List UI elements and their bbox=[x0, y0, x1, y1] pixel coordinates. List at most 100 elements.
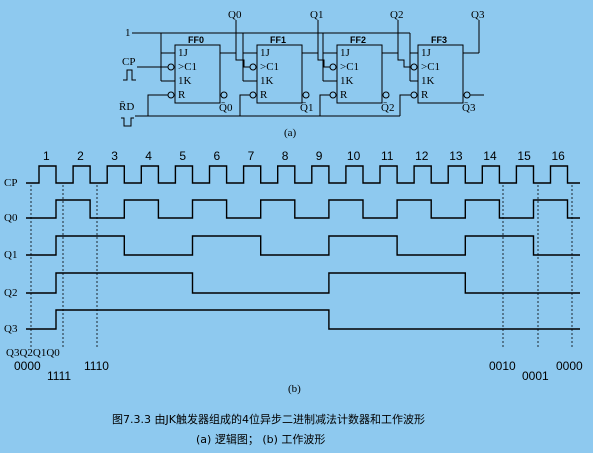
logic-diagram: 1 FF0 1J >C1 1K R Q0 Q̄0 FF1 1J >C1 bbox=[119, 9, 485, 139]
ff2-body bbox=[336, 44, 383, 104]
rd-wire-ff3 bbox=[399, 94, 411, 116]
ff1-pin-r: R bbox=[260, 89, 268, 101]
ff0-pin-r: R bbox=[178, 89, 186, 101]
ff3-qbar-label: Q̄3 bbox=[462, 102, 476, 114]
pulse-number: 14 bbox=[483, 149, 497, 163]
signal-label-cp: CP bbox=[4, 177, 17, 189]
q2-to-ff3-clock bbox=[397, 53, 411, 68]
ff3-title: FF3 bbox=[431, 35, 447, 45]
ff1-pin-k: 1K bbox=[260, 75, 274, 87]
ff3-clock-bubble bbox=[410, 63, 418, 71]
pulse-number: 2 bbox=[77, 149, 84, 163]
pulse-number: 7 bbox=[248, 149, 255, 163]
cp-pulse-icon bbox=[123, 69, 136, 81]
ff0-reset-bubble bbox=[167, 91, 175, 99]
flipflop-ff1: FF1 1J >C1 1K R Q1 Q̄1 bbox=[242, 9, 323, 114]
ff3-qbar-bubble bbox=[463, 91, 471, 99]
ff1-pin-j: 1J bbox=[260, 47, 271, 59]
ff1-reset-bubble bbox=[249, 91, 257, 99]
ff3-pin-k: 1K bbox=[421, 75, 435, 87]
ff2-q-label: Q2 bbox=[390, 9, 403, 21]
q1-to-ff2-clock bbox=[317, 53, 330, 68]
figure-caption: 图7.3.3 由JK触发器组成的4位异步二进制减法计数器和工作波形 bbox=[112, 412, 425, 426]
ff1-qbar-bubble bbox=[302, 91, 310, 99]
input-high-label: 1 bbox=[125, 27, 131, 39]
ff0-body bbox=[174, 44, 221, 104]
state-label-2: 1110 bbox=[84, 359, 109, 373]
ff3-q-label: Q3 bbox=[471, 9, 485, 21]
ff2-reset-bubble bbox=[329, 91, 337, 99]
state-label-0: 0000 bbox=[14, 359, 41, 373]
flipflop-ff2: FF2 1J >C1 1K R Q2 Q̄2 bbox=[322, 9, 403, 114]
ff0-pin-k: 1K bbox=[178, 75, 192, 87]
q1-waveform bbox=[26, 235, 580, 256]
state-label-4: 0001 bbox=[522, 369, 549, 383]
pulse-number: 15 bbox=[517, 149, 531, 163]
pulse-number: 8 bbox=[282, 149, 289, 163]
ff2-qbar-label: Q̄2 bbox=[381, 102, 394, 114]
flipflop-ff3: FF3 1J >C1 1K R Q3 Q̄3 bbox=[409, 9, 485, 114]
signal-label-q3: Q3 bbox=[4, 323, 18, 335]
ff2-pin-r: R bbox=[340, 89, 348, 101]
ff0-q-label: Q0 bbox=[228, 9, 242, 21]
state-label-3: 0010 bbox=[489, 359, 516, 373]
state-header: Q3Q2Q1Q0 bbox=[6, 347, 60, 359]
pulse-number: 11 bbox=[381, 149, 394, 163]
ff1-body bbox=[256, 44, 303, 104]
rd-pulse-icon bbox=[121, 117, 134, 127]
ff2-title: FF2 bbox=[350, 35, 366, 45]
ff0-pin-j: 1J bbox=[178, 47, 189, 59]
cp-input-label: CP bbox=[122, 56, 135, 68]
ff2-qbar-bubble bbox=[382, 91, 390, 99]
rd-input-label: R̄D bbox=[119, 101, 134, 113]
ff3-pin-r: R bbox=[421, 89, 429, 101]
waveforms bbox=[26, 165, 580, 330]
ff1-clock-bubble bbox=[249, 63, 257, 71]
pulse-number: 12 bbox=[415, 149, 429, 163]
figure-subcaption: (a) 逻辑图； (b) 工作波形 bbox=[196, 432, 325, 446]
signal-label-q2: Q2 bbox=[4, 287, 17, 299]
ff0-qbar-bubble bbox=[220, 91, 228, 99]
state-markers bbox=[30, 185, 573, 348]
rd-wire-ff0 bbox=[135, 94, 168, 117]
ff0-qbar-label: Q̄0 bbox=[219, 102, 233, 114]
pulse-number: 3 bbox=[111, 149, 118, 163]
pulse-number: 5 bbox=[179, 149, 186, 163]
ff1-pin-c: >C1 bbox=[260, 61, 279, 73]
rd-wire-ff2 bbox=[319, 94, 330, 116]
q2-waveform bbox=[26, 272, 580, 294]
pulse-number: 9 bbox=[316, 149, 323, 163]
diagram-b-sublabel: (b) bbox=[288, 383, 301, 395]
signal-label-q0: Q0 bbox=[4, 212, 18, 224]
ff1-qbar-label: Q̄1 bbox=[300, 102, 313, 114]
pulse-number: 10 bbox=[347, 149, 361, 163]
flipflop-ff0: FF0 1J >C1 1K R Q0 Q̄0 bbox=[160, 9, 242, 114]
pulse-number: 4 bbox=[145, 149, 152, 163]
ff1-title: FF1 bbox=[270, 35, 286, 45]
ff2-pin-j: 1J bbox=[340, 47, 351, 59]
q0-to-ff1-clock bbox=[235, 53, 250, 68]
ff3-pin-j: 1J bbox=[421, 47, 432, 59]
diagram-a-sublabel: (a) bbox=[284, 127, 297, 139]
pulse-number: 16 bbox=[552, 149, 566, 163]
ff3-pin-c: >C1 bbox=[421, 61, 440, 73]
state-label-1: 1111 bbox=[47, 369, 71, 383]
ff2-clock-bubble bbox=[329, 63, 337, 71]
rd-wire-ff1 bbox=[239, 94, 250, 116]
ff1-q-label: Q1 bbox=[310, 9, 323, 21]
q3-waveform bbox=[26, 309, 580, 330]
ff3-body bbox=[417, 44, 464, 104]
pulse-number: 6 bbox=[214, 149, 221, 163]
ff3-reset-bubble bbox=[410, 91, 418, 99]
pulse-number: 13 bbox=[449, 149, 463, 163]
ff0-pin-c: >C1 bbox=[178, 61, 197, 73]
pulse-number: 1 bbox=[43, 149, 50, 163]
ff2-pin-c: >C1 bbox=[340, 61, 359, 73]
ff0-clock-bubble bbox=[167, 63, 175, 71]
q0-waveform bbox=[26, 199, 580, 219]
ff0-title: FF0 bbox=[188, 35, 204, 45]
